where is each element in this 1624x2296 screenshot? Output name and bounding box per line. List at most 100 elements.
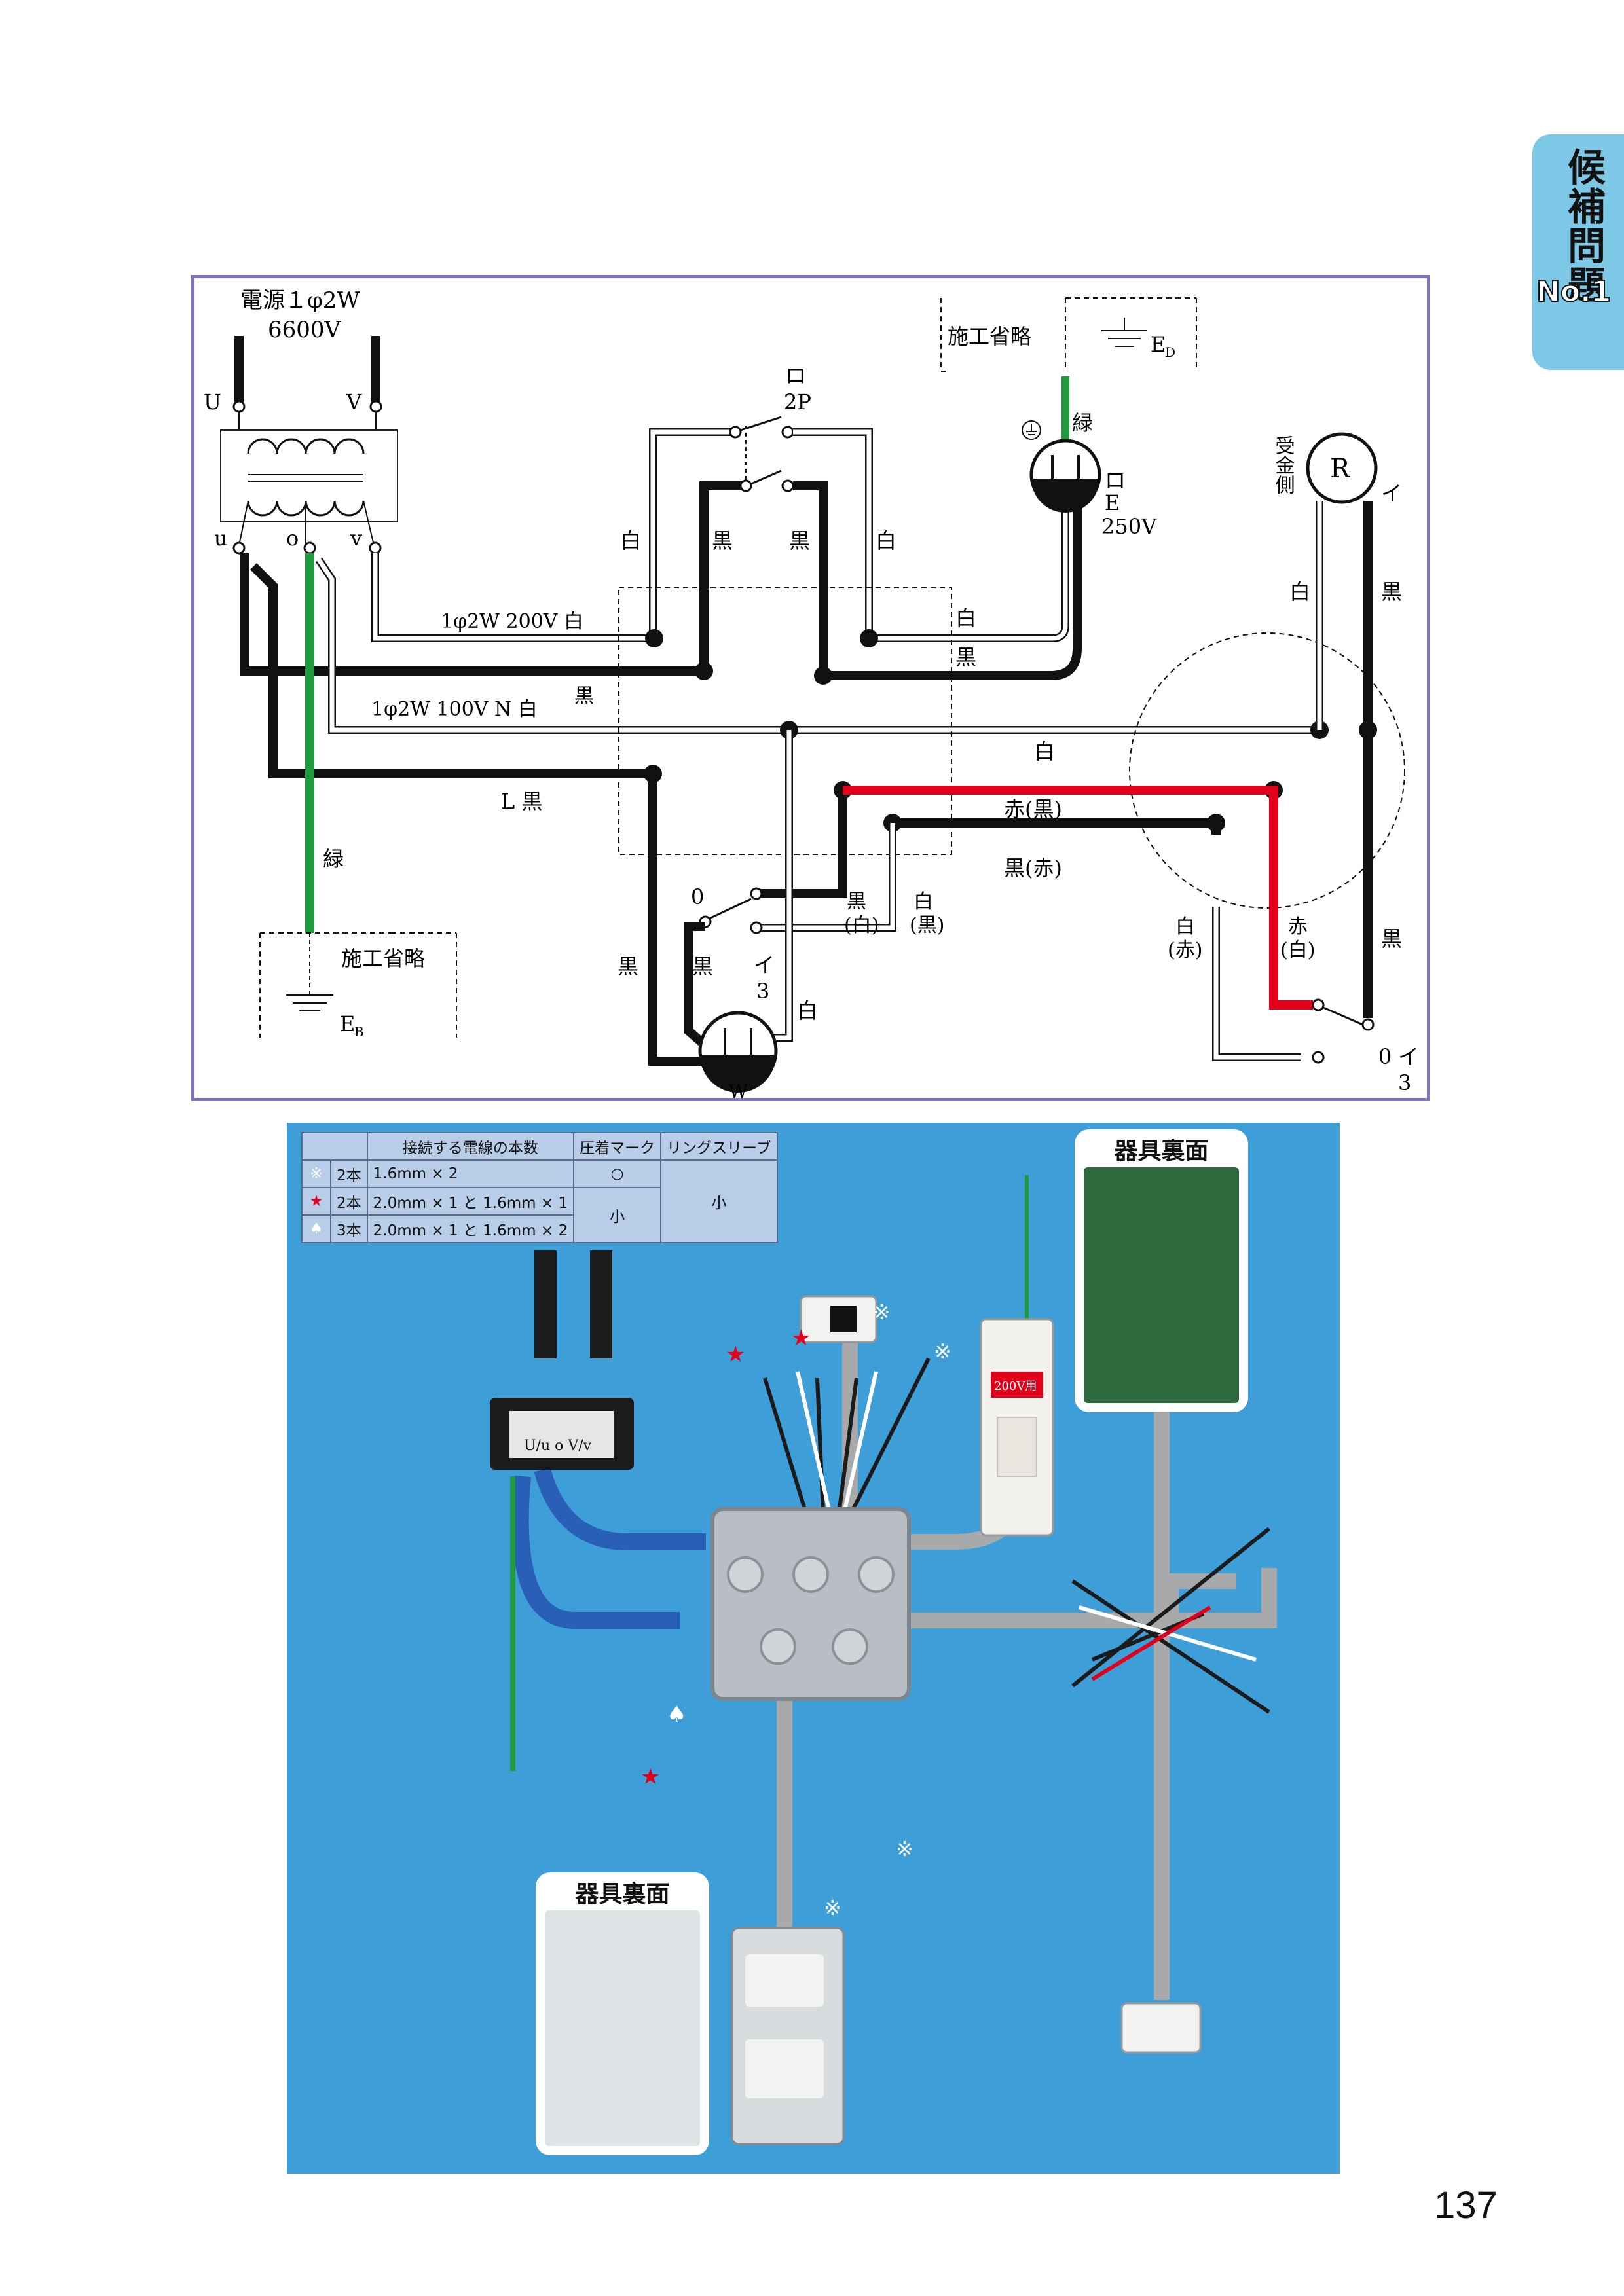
omitted-label-bottom: 施工省略 [341,946,425,971]
wire-L-black [250,563,705,1066]
inset-title-bottom: 器具裏面 [575,1881,670,1908]
page-number: 137 [1434,2184,1498,2227]
inset-title-top: 器具裏面 [1114,1138,1209,1165]
sleeve-size: 小 [660,1159,778,1243]
svg-text:白: 白 [1175,915,1195,938]
svg-text:U/u o V/v: U/u o V/v [524,1438,592,1454]
connection-table: 接続する電線の本数 圧着マーク リングスリーブ ※ 2本 1.6mm × 2 ○… [301,1132,778,1243]
inset-rear-top: 器具裏面 [1075,1129,1248,1412]
svg-text:(白): (白) [844,914,879,937]
svg-text:白: 白 [620,528,641,553]
svg-text:白: 白 [955,606,976,630]
label-o: o [286,526,299,551]
svg-text:(白): (白) [1280,939,1315,962]
wire-N-white [317,558,1321,733]
svg-text:黒: 黒 [847,890,866,913]
svg-text:白: 白 [876,528,896,553]
ground-EB: E [340,1011,355,1036]
svg-text:白: 白 [1034,739,1055,764]
svg-text:イ: イ [754,953,775,977]
outlet-E: E [1105,490,1120,515]
terminal-o-dot [303,541,316,555]
svg-text:★: ★ [726,1341,745,1368]
inset-photo-outlet-back [1084,1167,1239,1403]
wiring-diagram-svg: 電源１φ2W 6600V U V u o v ロ 2P 施工省略 E D 緑 ロ… [204,287,1419,1098]
svg-text:黒: 黒 [692,954,713,979]
label-V: V [346,390,362,414]
power-voltage: 6600V [268,317,342,343]
svg-text:★: ★ [791,1325,811,1351]
label-L: L 黒 [501,789,542,814]
outlet-letter: ロ [1105,468,1126,493]
svg-text:白: 白 [797,998,818,1023]
inset-rear-bottom: 器具裏面 [536,1872,709,2155]
switch-2p-contact-a2 [781,426,794,439]
label-v: v [350,526,362,551]
table-row: ※ 2本 1.6mm × 2 ○ 小 [301,1159,778,1243]
svg-text:(黒): (黒) [910,914,944,937]
svg-text:黒: 黒 [1381,926,1402,951]
chapter-tab-title: 候補問題 [1561,147,1606,304]
label-U: U [204,390,221,414]
switch-2p-type: 2P [784,390,811,414]
table-row: ★ 2本 2.0mm × 1 と 1.6mm × 1 小 [301,1187,777,1243]
omitted-label-top: 施工省略 [948,324,1031,349]
receiver-side-label: 受金側 [1272,435,1295,494]
label-green-top: 緑 [1072,410,1093,435]
terminal-v-dot [369,541,382,555]
svg-text:白: 白 [1289,579,1310,604]
table-header-sleeve: リングスリーブ [660,1132,778,1161]
label-green-bottom: 緑 [323,847,344,871]
wire-200v-white [373,553,653,641]
outlet-250v-label: 250V [1101,514,1157,539]
table-header-crimp: 圧着マーク [573,1132,662,1161]
lamp-i-label: イ [1381,481,1402,506]
inset-photo-switch-back [545,1910,700,2146]
wiring-photo: 接続する電線の本数 圧着マーク リングスリーブ ※ 2本 1.6mm × 2 ○… [287,1123,1340,2174]
svg-text:黒: 黒 [789,528,810,553]
terminal-u-dot [232,541,246,555]
switch-3way-right [1120,2002,1202,2054]
svg-text:B: B [354,1024,364,1040]
wire-red [843,786,1313,1010]
label-100v: 1φ2W 100V N 白 [371,698,538,721]
power-label: 電源１φ2W [240,287,360,314]
lamp-R-label: R [1330,454,1351,484]
svg-text:D: D [1165,344,1175,360]
transformer-box [220,429,398,522]
chapter-tab [1532,134,1624,370]
svg-text:黒: 黒 [574,685,594,708]
svg-text:★: ★ [640,1764,660,1790]
svg-text:黒(赤): 黒(赤) [1004,856,1062,881]
table-row: ♠ 3本 2.0mm × 1 と 1.6mm × 2 [301,1214,777,1243]
svg-text:200V用: 200V用 [994,1379,1037,1393]
terminal-V-dot [369,400,382,413]
svg-text:※: ※ [934,1339,951,1364]
svg-text:赤: 赤 [1288,915,1308,938]
svg-text:0: 0 [691,884,704,909]
svg-text:3: 3 [756,979,769,1004]
svg-text:※: ※ [873,1300,891,1324]
svg-text:白: 白 [913,890,933,913]
svg-text:3: 3 [1398,1070,1411,1095]
primary-coil [247,438,365,454]
svg-text:イ: イ [1398,1044,1419,1069]
svg-text:黒: 黒 [1381,579,1402,604]
switch-2p-contact-a1 [729,426,742,439]
label-200v: 1φ2W 200V 白 [441,610,583,633]
svg-text:黒: 黒 [955,645,976,670]
svg-text:♠: ♠ [667,1702,686,1728]
switch-2p-contact-b1 [739,479,752,492]
table-header-count: 接続する電線の本数 [366,1132,575,1161]
svg-text:黒: 黒 [712,528,733,553]
terminal-U-dot [232,400,246,413]
svg-text:赤(黒): 赤(黒) [1004,797,1062,822]
ground-ED: E [1151,332,1166,357]
svg-text:※: ※ [896,1836,913,1861]
svg-text:0: 0 [1378,1044,1392,1069]
label-u: u [214,526,228,551]
circle-dashed [1129,632,1405,909]
wiring-diagram: 電源１φ2W 6600V U V u o v ロ 2P 施工省略 E D 緑 ロ… [191,275,1430,1101]
chapter-tab-number: No.1 [1536,274,1612,309]
lamp-receptacle-R [1306,432,1378,504]
